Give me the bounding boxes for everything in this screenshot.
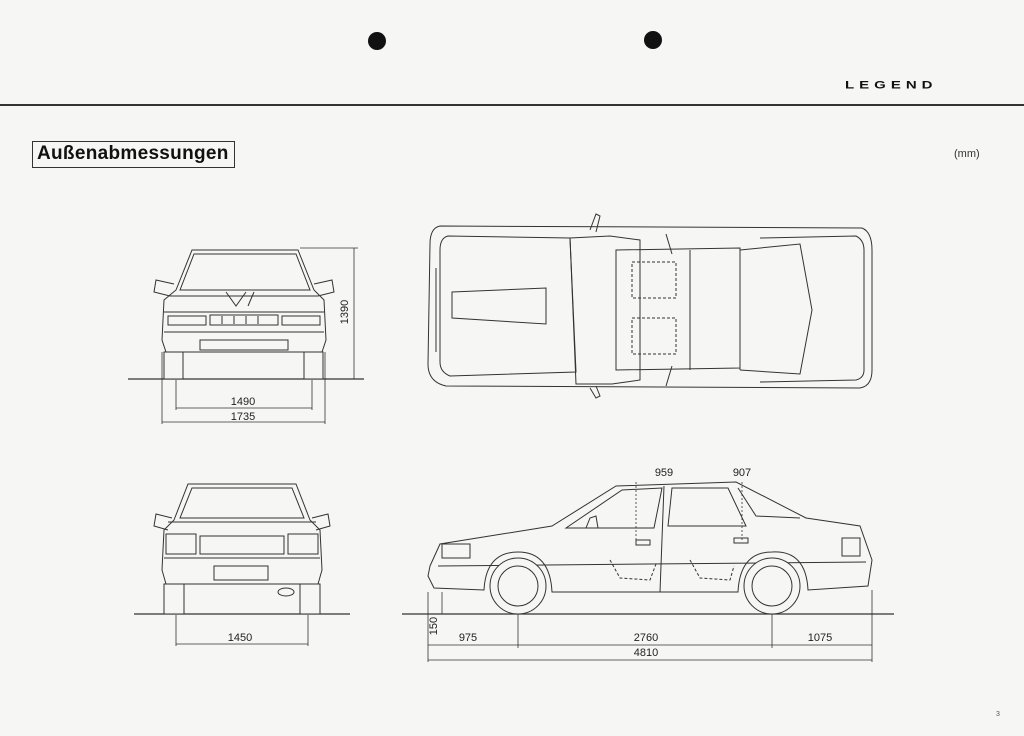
front-overhang-label: 975 <box>459 632 477 644</box>
brand-logo: LEGEND <box>845 79 938 92</box>
front-headroom-label: 959 <box>655 467 673 479</box>
front-view-car <box>128 249 364 380</box>
binder-hole-left <box>368 32 386 50</box>
page-number: 3 <box>996 711 1000 718</box>
binder-hole-right <box>644 31 662 49</box>
front-view-dimensions <box>161 247 358 424</box>
side-view-car <box>402 481 894 615</box>
rear-overhang-label: 1075 <box>808 632 832 644</box>
front-height-label: 1390 <box>339 300 351 324</box>
header-divider <box>0 104 1024 106</box>
wheelbase-label: 2760 <box>634 632 658 644</box>
rear-view-dimensions <box>175 615 309 646</box>
side-view-dimensions <box>427 482 873 662</box>
unit-label: (mm) <box>954 148 980 160</box>
overall-length-label: 4810 <box>634 647 658 659</box>
rear-headroom-label: 907 <box>733 467 751 479</box>
rear-track-label: 1450 <box>228 632 252 644</box>
front-track-label: 1490 <box>231 396 255 408</box>
overall-width-label: 1735 <box>231 411 255 423</box>
ground-clearance-label: 150 <box>428 617 440 635</box>
top-view-car <box>427 213 873 399</box>
rear-view-car <box>134 483 350 615</box>
section-title: Außenabmessungen <box>32 141 235 168</box>
